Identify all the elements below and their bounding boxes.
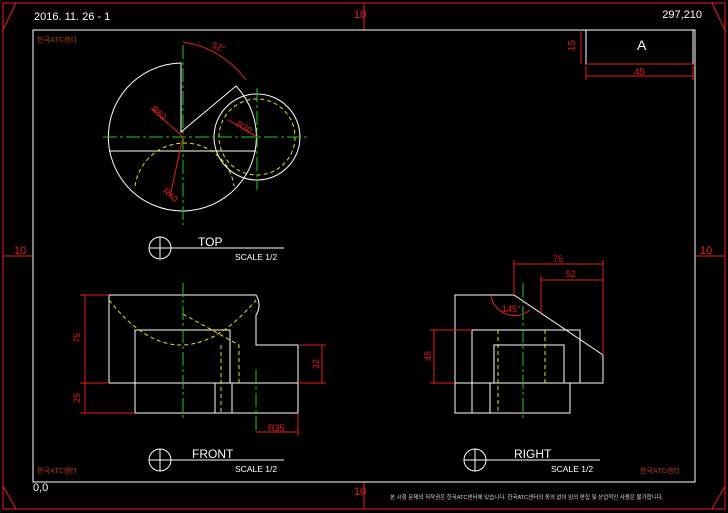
sheet-size: 297,210 bbox=[662, 9, 702, 21]
view-scale-top: SCALE 1/2 bbox=[235, 252, 278, 262]
view-label-top: TOP bbox=[198, 235, 223, 249]
margin-left-label: 10 bbox=[14, 245, 27, 257]
view-label-right: RIGHT bbox=[514, 447, 552, 461]
dim-right-width: 75 bbox=[553, 254, 564, 264]
drawing-date: 2016. 11. 26 - 1 bbox=[34, 11, 111, 23]
top-view bbox=[103, 41, 310, 225]
dim-right-top-width: 52 bbox=[566, 269, 577, 279]
margin-right-label: 10 bbox=[700, 245, 713, 257]
drawing-border bbox=[32, 29, 696, 483]
watermark-logo: 한국ATC센터 bbox=[640, 468, 680, 475]
view-scale-right: SCALE 1/2 bbox=[551, 464, 594, 474]
margin-top-label: 10 bbox=[354, 9, 367, 21]
title-block bbox=[580, 29, 694, 80]
watermark-logo: 한국ATC센터 bbox=[37, 468, 77, 475]
dim-front-step: 32 bbox=[311, 358, 322, 370]
margin-bottom-label: 10 bbox=[354, 486, 367, 498]
dim-front-height: 75 bbox=[72, 332, 83, 344]
copyright-notice: 본 시험 문제의 저작권은 한국ATC센터에 있습니다. 한국ATC센터의 동의… bbox=[390, 495, 664, 501]
title-block-label: A bbox=[637, 37, 647, 53]
title-block-height-dim: 15 bbox=[567, 39, 579, 52]
dim-right-angle: 145° bbox=[502, 304, 521, 314]
view-markers bbox=[148, 236, 600, 472]
dim-right-height: 45 bbox=[423, 350, 434, 362]
origin-coordinate: 0,0 bbox=[33, 482, 49, 494]
view-label-front: FRONT bbox=[192, 447, 234, 461]
dim-front-radius: R35 bbox=[268, 423, 285, 433]
watermark-logo: 한국ATC센터 bbox=[37, 37, 77, 44]
title-block-width-dim: 45 bbox=[634, 67, 646, 78]
dim-front-base: 25 bbox=[72, 392, 83, 404]
view-scale-front: SCALE 1/2 bbox=[235, 464, 278, 474]
front-view bbox=[80, 283, 326, 436]
right-view bbox=[430, 260, 604, 420]
